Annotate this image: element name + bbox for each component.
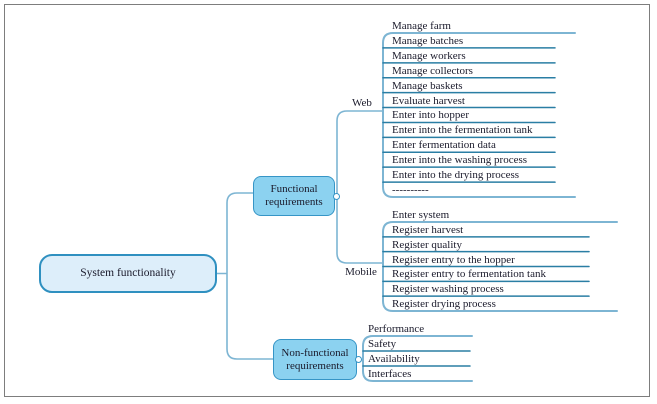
- topic-item-mobile-0[interactable]: Enter system: [392, 209, 450, 221]
- topic-functional-requirements[interactable]: Functional requirements: [253, 176, 335, 216]
- topic-item-nonfunctional-1[interactable]: Safety: [368, 338, 397, 350]
- mobile-branch-label[interactable]: Mobile: [345, 266, 377, 278]
- topic-item-web-5[interactable]: Evaluate harvest: [392, 94, 465, 107]
- functional-label: Functional requirements: [265, 183, 323, 208]
- topic-item-mobile-2[interactable]: Register quality: [392, 238, 462, 251]
- topic-item-nonfunctional-0[interactable]: Performance: [368, 323, 425, 335]
- topic-item-mobile-4[interactable]: Register entry to fermentation tank: [392, 268, 546, 281]
- collapse-toggle-functional[interactable]: [333, 193, 340, 200]
- topic-item-web-0[interactable]: Manage farm: [392, 20, 451, 32]
- topic-item-web-1[interactable]: Manage batches: [392, 34, 464, 47]
- topic-item-mobile-5[interactable]: Register washing process: [392, 283, 504, 296]
- non-functional-label: Non-functional requirements: [281, 346, 349, 372]
- topic-item-mobile-6[interactable]: Register drying process: [392, 298, 496, 310]
- topic-item-web-10[interactable]: Enter into the drying process: [392, 169, 520, 182]
- topic-item-web-2[interactable]: Manage workers: [392, 49, 466, 62]
- web-branch-label[interactable]: Web: [352, 97, 372, 109]
- canvas-frame: [4, 4, 650, 397]
- topic-item-web-11[interactable]: ----------: [392, 184, 429, 196]
- topic-item-mobile-1[interactable]: Register harvest: [392, 223, 464, 236]
- topic-item-web-7[interactable]: Enter into the fermentation tank: [392, 124, 533, 137]
- topic-item-mobile-3[interactable]: Register entry to the hopper: [392, 253, 515, 266]
- topic-item-web-4[interactable]: Manage baskets: [392, 79, 463, 92]
- root-topic-label: System functionality: [80, 267, 176, 279]
- collapse-toggle-non-functional[interactable]: [355, 356, 362, 363]
- topic-item-web-3[interactable]: Manage collectors: [392, 64, 473, 77]
- topic-item-nonfunctional-2[interactable]: Availability: [368, 353, 420, 365]
- topic-item-web-6[interactable]: Enter into hopper: [392, 109, 469, 122]
- root-topic[interactable]: System functionality: [39, 254, 217, 293]
- topic-item-web-8[interactable]: Enter fermentation data: [392, 139, 496, 152]
- topic-non-functional-requirements[interactable]: Non-functional requirements: [273, 339, 357, 380]
- topic-item-nonfunctional-3[interactable]: Interfaces: [368, 368, 412, 380]
- topic-item-web-9[interactable]: Enter into the washing process: [392, 154, 528, 167]
